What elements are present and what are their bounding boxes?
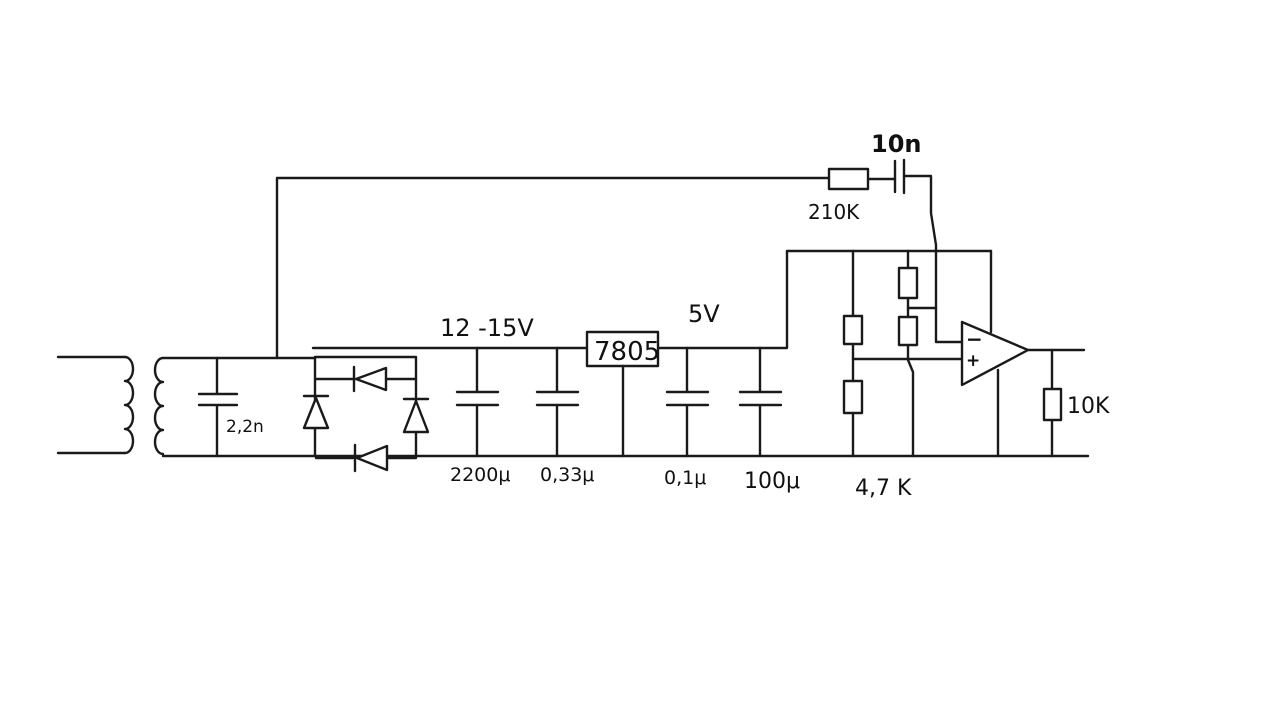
- capacitor-reg-out-label: 0,1μ: [664, 467, 706, 489]
- diode-3: [402, 397, 430, 434]
- feedback-capacitor-label: 10n: [871, 130, 921, 158]
- capacitor-reg-out: [665, 346, 710, 458]
- capacitor-input-label: 2,2n: [226, 417, 264, 437]
- regulator-7805: [585, 330, 660, 458]
- opamp-minus: −: [966, 327, 983, 351]
- capacitor-reg-in: [535, 346, 580, 458]
- feedback-wire: [275, 174, 964, 360]
- bridge-rectifier: [313, 355, 418, 460]
- capacitor-out-label: 100μ: [744, 469, 800, 494]
- voltage-out-label: 5V: [688, 300, 720, 328]
- capacitor-bulk-label: 2200μ: [450, 464, 510, 486]
- supply-rail: [56, 249, 993, 360]
- opamp: [960, 249, 1086, 458]
- regulator-label: 7805: [594, 337, 660, 367]
- voltage-in-label: 12 -15V: [440, 314, 534, 342]
- feedback-capacitor: [893, 158, 906, 195]
- load-resistor-label: 10K: [1067, 394, 1110, 419]
- diode-1: [302, 394, 330, 430]
- feedback-resistor-label: 210K: [808, 200, 860, 224]
- diode-4: [353, 443, 389, 473]
- divider-resistors-label: 4,7 K: [855, 476, 912, 501]
- feedback-resistor: [827, 167, 870, 191]
- capacitor-reg-in-label: 0,33μ: [540, 464, 594, 486]
- diode-2: [352, 365, 388, 393]
- capacitor-input: [197, 356, 239, 458]
- capacitor-out: [738, 346, 783, 458]
- ground-rail: [56, 451, 1090, 458]
- capacitor-bulk: [455, 346, 500, 458]
- opamp-plus: +: [966, 351, 980, 371]
- divider-right: [897, 249, 938, 458]
- load-resistor: [1042, 387, 1063, 422]
- transformer: [123, 355, 165, 456]
